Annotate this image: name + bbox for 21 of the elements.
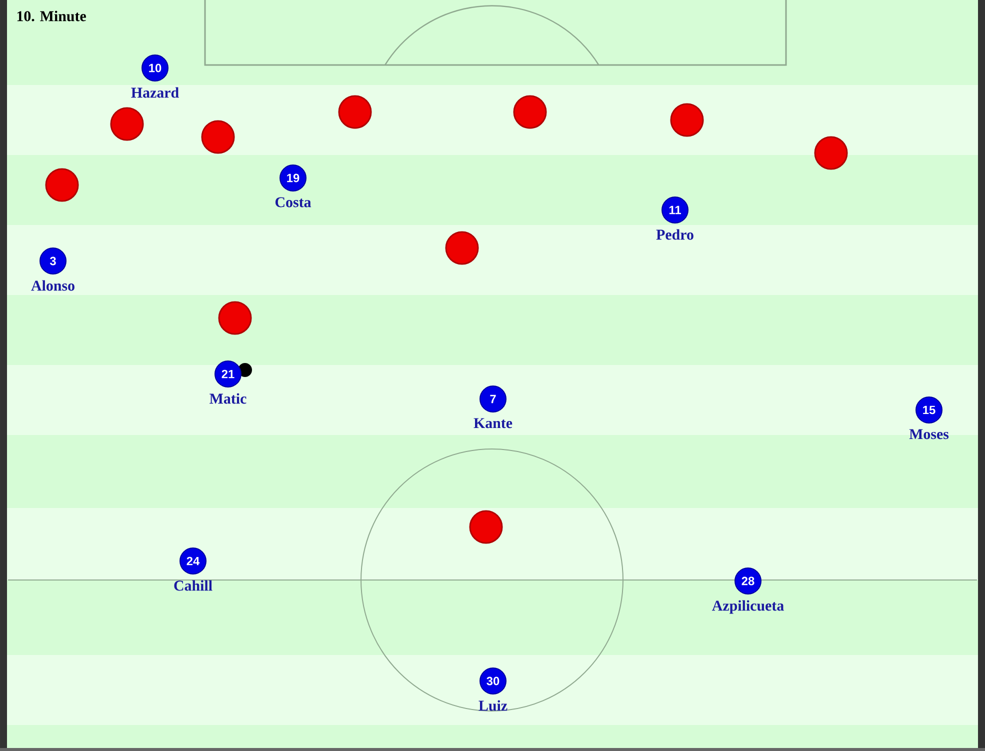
opponent-marker (338, 95, 372, 129)
opponent-marker (445, 231, 479, 265)
opponent-marker (670, 103, 704, 137)
opponent-marker (814, 136, 848, 170)
player-name: Luiz (478, 700, 508, 711)
player-name: Alonso (31, 280, 74, 291)
opponent-marker (201, 120, 235, 154)
opponent-marker (45, 168, 79, 202)
minute-label: 10. Minute (17, 10, 86, 22)
player-name: Cahill (174, 580, 212, 591)
player-name: Azpilicueta (712, 600, 784, 614)
player-name: Costa (275, 197, 312, 208)
player-name: Pedro (656, 229, 694, 240)
player-name: Matic (210, 393, 246, 404)
player-name: Moses (909, 429, 949, 440)
opponent-marker (110, 107, 144, 141)
opponent-marker (469, 510, 503, 544)
opponent-marker (513, 95, 547, 129)
opponent-marker (218, 301, 252, 335)
player-name: Hazard (131, 87, 179, 98)
player-name: Kante (474, 418, 512, 428)
